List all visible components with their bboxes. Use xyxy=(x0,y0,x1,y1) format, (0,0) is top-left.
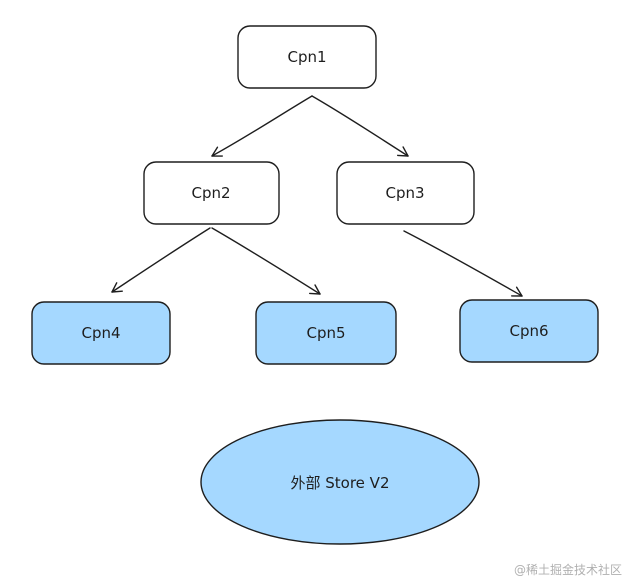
node-cpn5-box xyxy=(255,301,397,365)
edge-cpn1-cpn3 xyxy=(311,95,409,157)
external-store-label: 外部 Store V2 xyxy=(291,474,390,492)
edge-cpn3-cpn6 xyxy=(403,230,523,297)
node-cpn1: Cpn1 xyxy=(237,25,377,89)
edge-cpn2-cpn4 xyxy=(111,227,211,293)
node-cpn3-label: Cpn3 xyxy=(385,184,424,202)
node-cpn6-box xyxy=(459,299,599,363)
node-cpn4-box xyxy=(31,301,171,365)
node-cpn4: Cpn4 xyxy=(31,301,171,365)
edges xyxy=(111,95,523,297)
node-cpn3-box xyxy=(336,161,475,225)
node-cpn3: Cpn3 xyxy=(336,161,475,225)
watermark-text: @稀土掘金技术社区 xyxy=(513,563,622,577)
external-store: 外部 Store V2 xyxy=(200,419,480,545)
edge-cpn2-cpn5 xyxy=(211,227,321,295)
node-cpn6-label: Cpn6 xyxy=(509,322,548,340)
edge-cpn1-cpn2 xyxy=(211,95,313,157)
node-cpn4-label: Cpn4 xyxy=(81,324,120,342)
node-cpn2: Cpn2 xyxy=(143,161,280,225)
node-cpn1-label: Cpn1 xyxy=(287,48,326,66)
node-cpn5-label: Cpn5 xyxy=(306,324,345,342)
node-cpn2-label: Cpn2 xyxy=(191,184,230,202)
external-store-ellipse xyxy=(200,419,480,545)
node-cpn6: Cpn6 xyxy=(459,299,599,363)
node-cpn5: Cpn5 xyxy=(255,301,397,365)
node-cpn1-box xyxy=(237,25,377,89)
node-cpn2-box xyxy=(143,161,280,225)
